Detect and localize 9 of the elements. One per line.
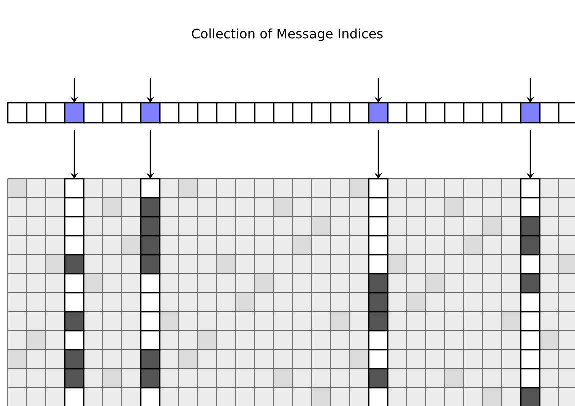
highlighted-cell bbox=[368, 102, 389, 124]
highlighted-cell bbox=[520, 102, 541, 124]
highlighted-column bbox=[368, 178, 389, 406]
highlighted-cell bbox=[64, 102, 85, 124]
highlighted-cell bbox=[140, 102, 161, 124]
title: Collection of Message Indices bbox=[192, 28, 383, 42]
highlighted-column bbox=[140, 178, 161, 406]
highlighted-column bbox=[520, 178, 541, 406]
highlighted-column bbox=[64, 178, 85, 406]
